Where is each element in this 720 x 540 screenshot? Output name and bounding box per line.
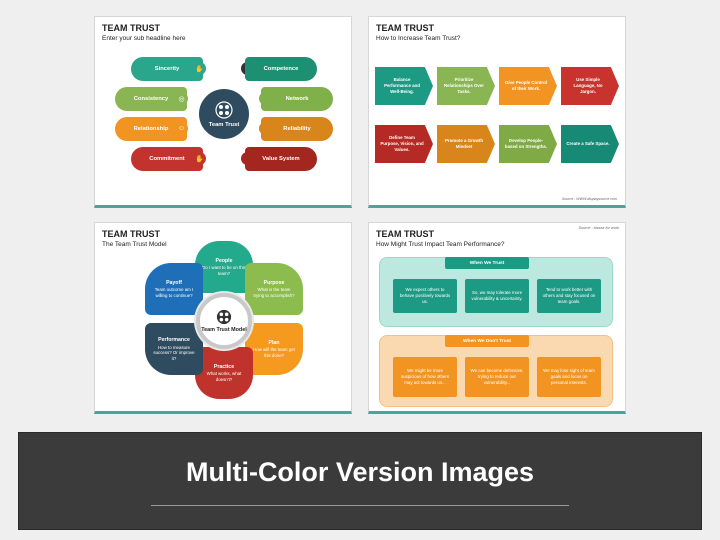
arrow-step: Create a Safe Space.: [561, 125, 619, 163]
card-text: We might be more suspicious of how other…: [400, 368, 450, 385]
item-label: Competence: [263, 66, 299, 72]
handshake-icon: ✋: [193, 62, 206, 75]
petal-text: How will the team get this done?: [253, 347, 295, 358]
petal-payoff: Payoff Team outcome am I willing to cont…: [145, 263, 203, 315]
petal-title: Payoff: [166, 279, 182, 286]
arrow-text: Develop People-based on Strengths.: [504, 138, 548, 149]
slide-subtitle: How Might Trust Impact Team Performance?: [376, 241, 505, 248]
banner-title: Multi-Color Version Images: [185, 457, 535, 487]
card-text: So, we may tolerate more vulnerability &…: [471, 290, 523, 301]
petal-text: What works, what doesn't?: [206, 371, 242, 382]
trust-panel-label: When We Trust: [445, 257, 529, 269]
team-trust-center: Team Trust: [199, 89, 249, 139]
petal-title: Performance: [158, 337, 190, 343]
item-label: Relationship: [133, 126, 169, 132]
item-competence: Competence: [245, 57, 317, 81]
model-hub: Team Trust Model: [196, 293, 252, 349]
petal-practice: Practice What works, what doesn't?: [195, 347, 253, 399]
arrow-text: Prioritize Relationships Over Tasks.: [443, 77, 484, 94]
distrust-card: We may lose sight of team goals and focu…: [537, 357, 601, 397]
arrow-step: Give People Control of their Work.: [499, 67, 557, 105]
slide-title: TEAM TRUST: [376, 229, 434, 239]
card-text: We can become defensive, trying to reduc…: [470, 368, 524, 385]
petal-performance: Performance How to measure success? Or i…: [145, 323, 203, 375]
slide-increase-team-trust: TEAM TRUST How to Increase Team Trust? B…: [368, 16, 626, 208]
petal-title: People: [215, 257, 233, 264]
item-label: Sincerity: [154, 66, 180, 72]
version-banner: Multi-Color Version Images: [18, 432, 702, 530]
item-label: Commitment: [149, 156, 185, 162]
item-network: Network: [261, 87, 333, 111]
slide-title: TEAM TRUST: [102, 229, 160, 239]
arrow-step: Prioritize Relationships Over Tasks.: [437, 67, 495, 105]
petal-text: Team outcome am I willing to continue?: [154, 287, 194, 298]
petal-plan: Plan How will the team get this done?: [245, 323, 303, 375]
item-label: Network: [285, 96, 309, 102]
card-text: We expect others to behave positively to…: [399, 287, 451, 304]
arrow-text: Define Team Purpose, Vision, and Values.: [380, 135, 424, 152]
slide-title: TEAM TRUST: [102, 23, 160, 33]
arrow-text: Promote a Growth Mindset: [444, 138, 484, 149]
handshake-icon: ✋: [193, 152, 206, 165]
trust-card: So, we may tolerate more vulnerability &…: [465, 279, 529, 313]
item-commitment: Commitment: [131, 147, 203, 171]
people-icon: ☺: [175, 122, 188, 135]
slide-subtitle: How to Increase Team Trust?: [376, 35, 461, 42]
item-reliability: Reliability: [261, 117, 333, 141]
center-label: Team Trust: [208, 121, 240, 128]
arrow-step: Develop People-based on Strengths.: [499, 125, 557, 163]
hub-label: Team Trust Model: [201, 326, 247, 333]
petal-text: What is the team trying to accomplish?: [253, 287, 295, 298]
banner-divider: [151, 505, 569, 506]
petal-title: Practice: [213, 363, 235, 370]
distrust-card: We might be more suspicious of how other…: [393, 357, 457, 397]
item-label: Consistency: [133, 96, 169, 102]
item-label: Reliability: [283, 126, 311, 132]
slide-team-trust-overview: TEAM TRUST Enter your sub headline here …: [94, 16, 352, 208]
source-note: Source : WWW.displaysource.com: [561, 197, 617, 201]
slide-title: TEAM TRUST: [376, 23, 434, 33]
team-icon: [215, 100, 233, 119]
distrust-card: We can become defensive, trying to reduc…: [465, 357, 529, 397]
target-icon: ◎: [175, 92, 188, 105]
item-label: Value System: [262, 156, 300, 162]
trust-card: We expect others to behave positively to…: [393, 279, 457, 313]
arrow-step: Define Team Purpose, Vision, and Values.: [375, 125, 433, 163]
petal-text: How to measure success? Or improve it?: [153, 344, 195, 361]
petal-title: Purpose: [263, 279, 285, 286]
arrow-step: Balance Performance and Well-Being.: [375, 67, 433, 105]
slide-subtitle: The Team Trust Model: [102, 241, 167, 248]
card-text: Tend to work better with others and stay…: [542, 287, 596, 304]
card-text: We may lose sight of team goals and focu…: [543, 368, 595, 385]
trust-card: Tend to work better with others and stay…: [537, 279, 601, 313]
item-value-system: Value System: [245, 147, 317, 171]
source-note: Source : bizzaz for work: [578, 226, 619, 230]
team-icon: [216, 309, 232, 324]
item-sincerity: Sincerity: [131, 57, 203, 81]
distrust-panel-label: When We Don't Trust: [445, 335, 529, 347]
slide-team-trust-model: TEAM TRUST The Team Trust Model People D…: [94, 222, 352, 414]
slide-subtitle: Enter your sub headline here: [102, 35, 186, 42]
petal-title: Plan: [268, 339, 280, 346]
arrow-text: Create a Safe Space.: [566, 141, 610, 147]
arrow-text: Balance Performance and Well-Being.: [384, 77, 420, 94]
petal-text: Do I want to be on this team?: [202, 265, 246, 276]
arrow-text: Give People Control of their Work.: [505, 80, 547, 91]
arrow-step: Promote a Growth Mindset: [437, 125, 495, 163]
arrow-text: Use Simple Language, No Jargon.: [573, 77, 603, 94]
arrow-step: Use Simple Language, No Jargon.: [561, 67, 619, 105]
petal-people: People Do I want to be on this team?: [195, 241, 253, 293]
petal-purpose: Purpose What is the team trying to accom…: [245, 263, 303, 315]
slide-trust-impact: TEAM TRUST How Might Trust Impact Team P…: [368, 222, 626, 414]
